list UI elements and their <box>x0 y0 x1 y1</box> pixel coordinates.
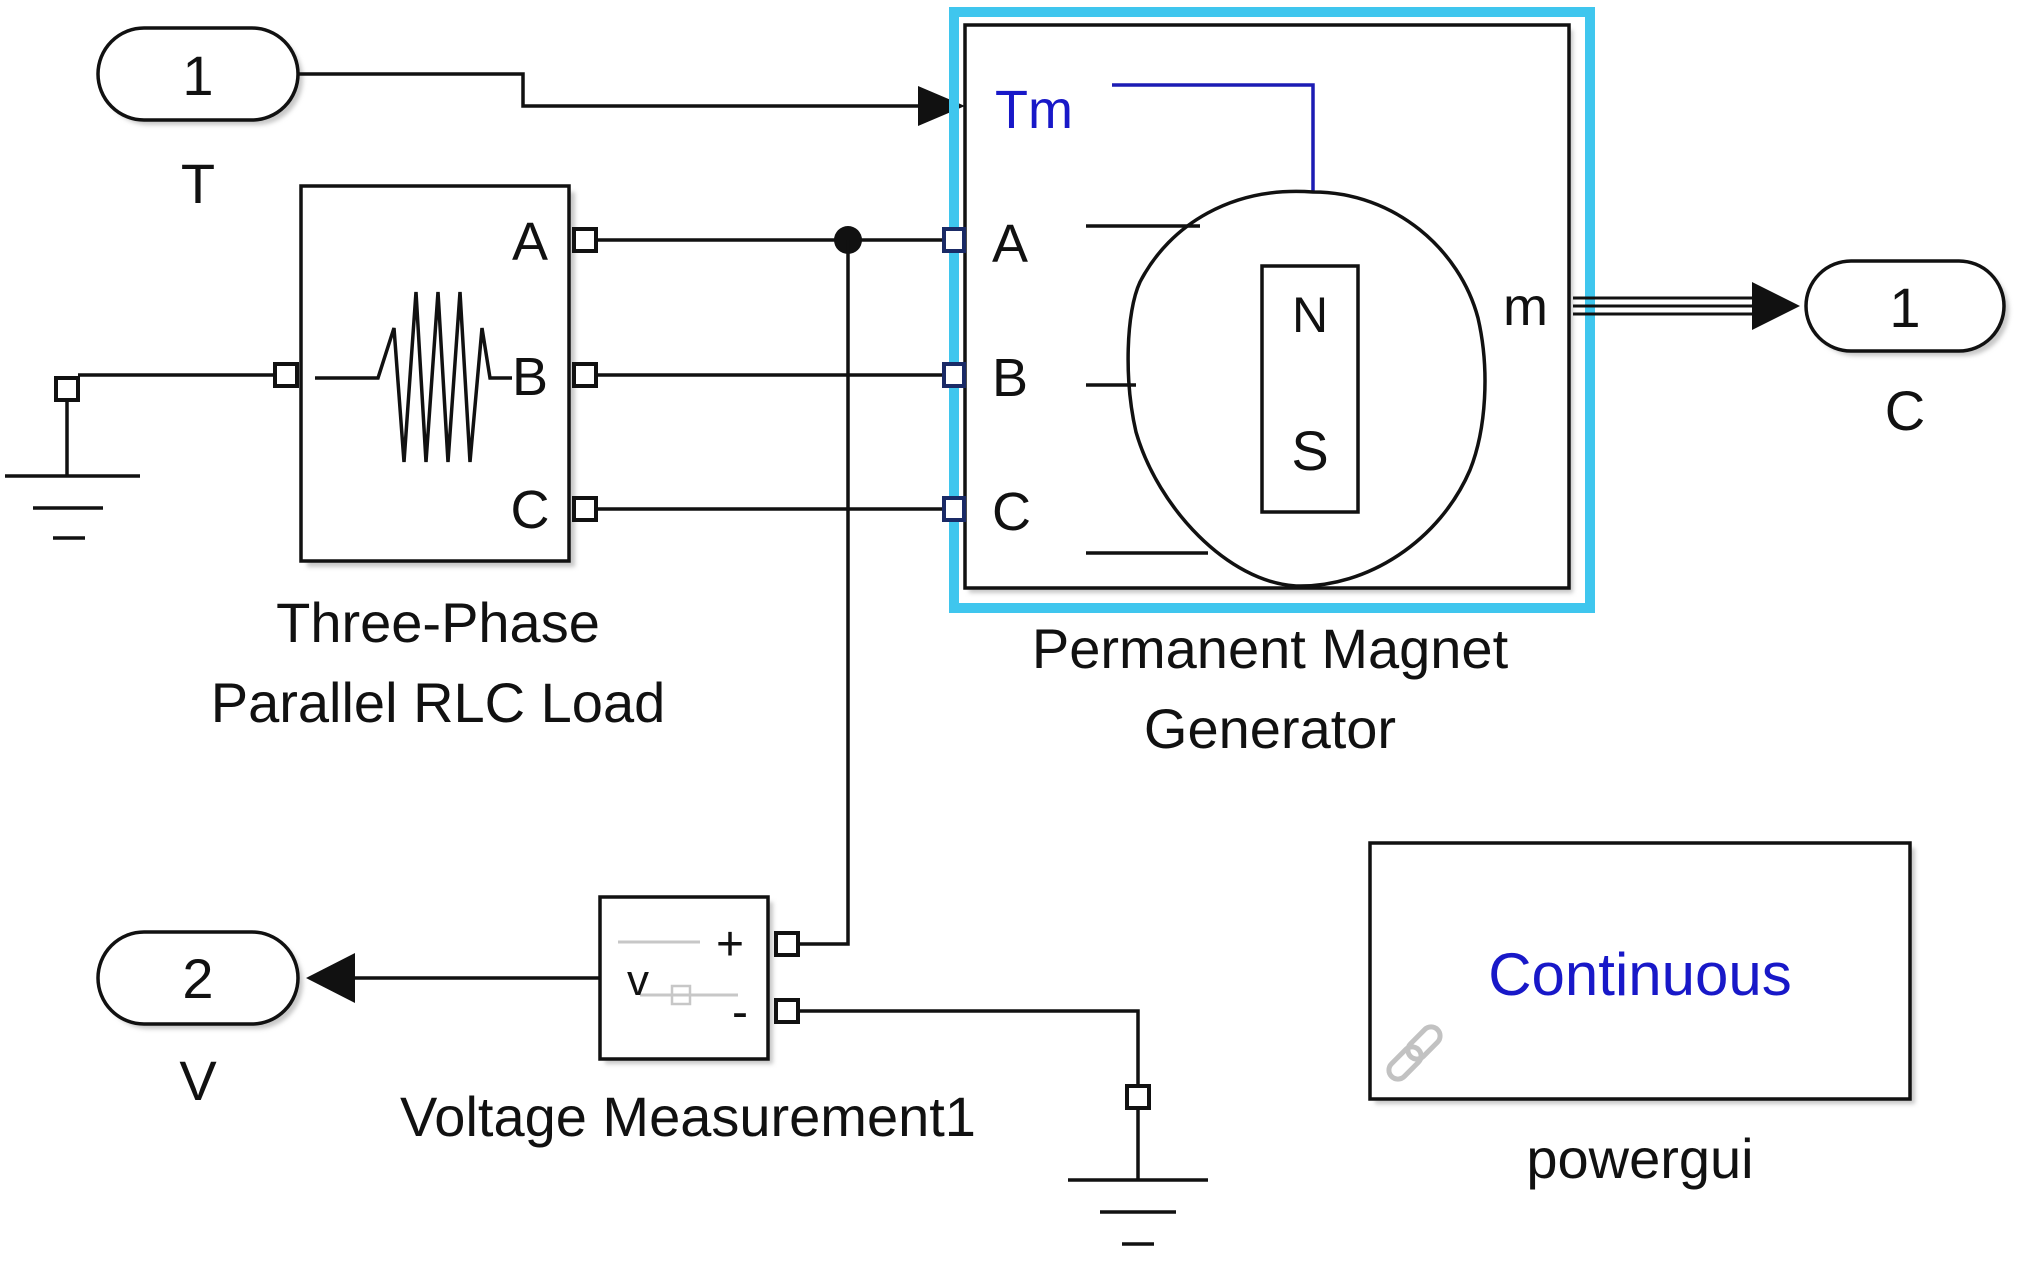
inport-t-label: T <box>181 152 215 215</box>
tm-signal-line <box>1112 83 1315 192</box>
inport-t-block[interactable]: 1 <box>96 26 303 125</box>
arrow-v-icon <box>306 953 355 1003</box>
wire-bus-m[interactable] <box>1573 296 1768 316</box>
rlc-connectors <box>273 227 598 522</box>
magnet-s-label: S <box>1291 419 1328 482</box>
pmg-connectors <box>942 227 966 522</box>
outport-v-block[interactable]: 2 <box>96 930 303 1029</box>
magnet-n-label: N <box>1292 287 1328 343</box>
pm-generator-block[interactable]: Tm N S A B C m <box>949 7 1595 613</box>
pmg-port-tm: Tm <box>995 80 1073 140</box>
pmg-name-line1: Permanent Magnet <box>1032 617 1509 680</box>
powergui-name: powergui <box>1526 1127 1753 1190</box>
vm-minus-label: - <box>732 986 748 1039</box>
voltage-measurement-block[interactable]: v + - <box>598 895 773 1064</box>
wire-measure-plus[interactable] <box>800 240 850 946</box>
selection-highlight <box>949 7 1595 613</box>
pmg-port-b: B <box>992 348 1028 408</box>
ground-left-icon[interactable] <box>5 376 140 540</box>
outport-c-label: C <box>1885 379 1925 442</box>
outport-c-block[interactable]: 1 <box>1804 259 2009 356</box>
rlc-load-block[interactable]: A B C <box>299 184 575 567</box>
pmg-port-a: A <box>992 214 1028 274</box>
arrow-c-icon <box>1752 282 1800 330</box>
rlc-port-b: B <box>512 347 548 407</box>
outport-v-number: 2 <box>182 947 213 1010</box>
ground-bottom-icon[interactable] <box>1068 1084 1208 1246</box>
wire-measure-minus[interactable] <box>798 1009 1140 1086</box>
machine-circle-icon <box>1126 189 1487 588</box>
pmg-name-line2: Generator <box>1144 697 1396 760</box>
wire-torque[interactable] <box>298 72 930 108</box>
rlc-port-a: A <box>512 212 548 272</box>
powergui-block[interactable]: Continuous <box>1368 841 1915 1104</box>
rlc-name-line1: Three-Phase <box>276 591 600 654</box>
outport-c-number: 1 <box>1889 276 1920 339</box>
rlc-zigzag-icon <box>315 291 512 463</box>
inport-t-number: 1 <box>182 44 213 107</box>
vm-plus-label: + <box>716 918 744 971</box>
rlc-port-c: C <box>511 480 550 540</box>
vm-connectors <box>774 931 800 1024</box>
outport-v-label: V <box>179 1049 217 1112</box>
magnet-icon <box>1260 264 1360 514</box>
library-link-icon <box>1386 1024 1443 1082</box>
vm-symbol: v <box>627 956 649 1005</box>
arrow-tm-icon <box>918 86 965 126</box>
pmg-port-c: C <box>992 482 1031 542</box>
vm-lead-box <box>670 984 692 1006</box>
rlc-name-line2: Parallel RLC Load <box>211 671 665 734</box>
powergui-mode: Continuous <box>1488 941 1792 1008</box>
pmg-port-m: m <box>1503 277 1548 337</box>
vm-name: Voltage Measurement1 <box>400 1085 976 1148</box>
